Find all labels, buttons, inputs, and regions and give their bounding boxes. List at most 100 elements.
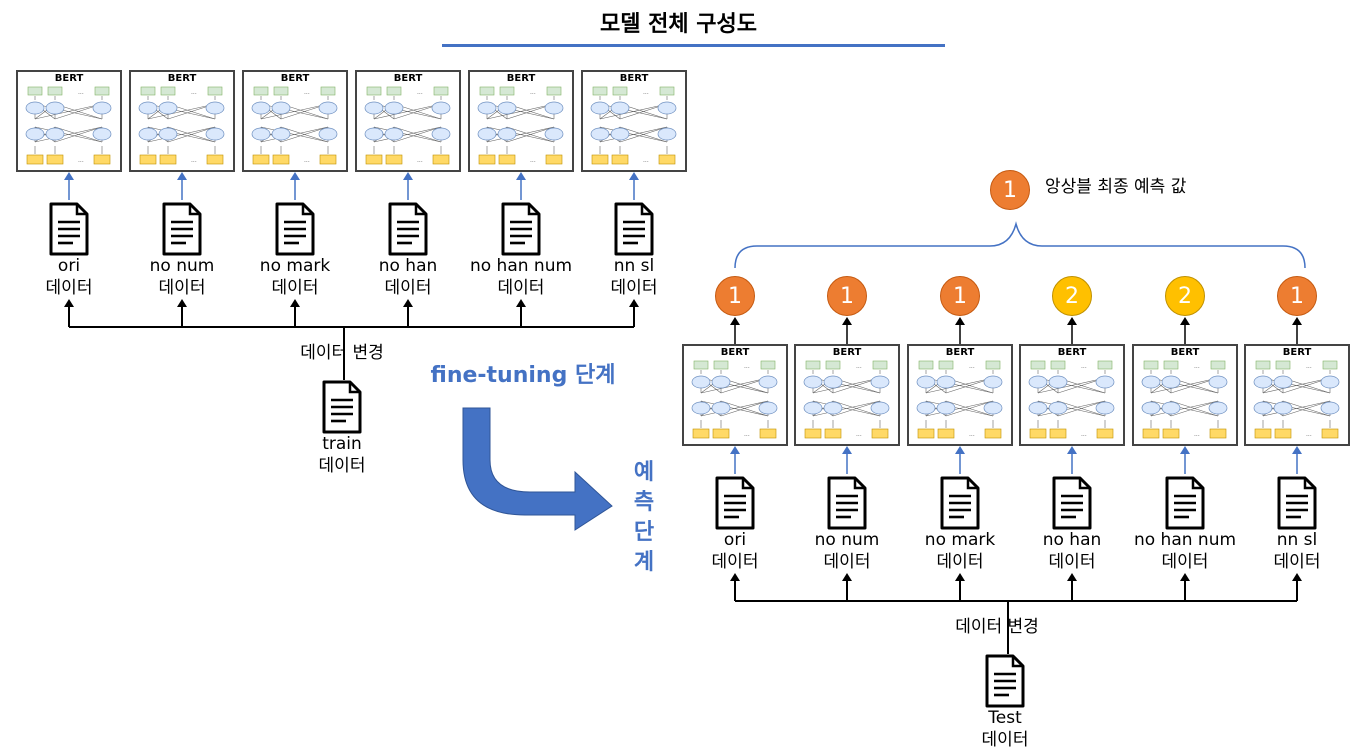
predict-char: 단 bbox=[633, 520, 655, 545]
data-suffix: 데이터 bbox=[711, 552, 759, 572]
data-suffix: 데이터 bbox=[610, 278, 658, 298]
data-suffix: 데이터 bbox=[271, 278, 319, 298]
data-suffix: 데이터 bbox=[318, 456, 366, 476]
document-icon bbox=[1052, 476, 1092, 534]
model-name: ori bbox=[57, 256, 81, 276]
document-icon bbox=[275, 202, 315, 260]
data-suffix: 데이터 bbox=[1161, 552, 1209, 572]
model-name: no num bbox=[149, 256, 215, 276]
svg-text:...: ... bbox=[969, 363, 975, 370]
svg-text:...: ... bbox=[78, 157, 84, 164]
train-bert-model: BERT...... bbox=[468, 70, 574, 172]
svg-text:...: ... bbox=[643, 89, 649, 96]
svg-text:...: ... bbox=[417, 89, 423, 96]
svg-text:...: ... bbox=[1194, 363, 1200, 370]
predict-char: 예 bbox=[633, 460, 655, 485]
ensemble-label: 앙상블 최종 예측 값 bbox=[1045, 177, 1187, 197]
data-suffix: 데이터 bbox=[936, 552, 984, 572]
data-suffix: 데이터 bbox=[1048, 552, 1096, 572]
model-name: ori bbox=[723, 530, 747, 550]
model-name: no num bbox=[814, 530, 880, 550]
prediction-circle: 1 bbox=[1277, 276, 1317, 316]
data-suffix: 데이터 bbox=[384, 278, 432, 298]
test-bert-model: BERT...... bbox=[1019, 344, 1125, 446]
bert-label: BERT bbox=[832, 347, 862, 358]
model-name: no han num bbox=[469, 256, 573, 276]
source-name: train bbox=[322, 434, 362, 454]
source-document-icon bbox=[985, 654, 1025, 712]
svg-text:...: ... bbox=[744, 363, 750, 370]
test-bert-model: BERT...... bbox=[1244, 344, 1350, 446]
predict-char: 계 bbox=[633, 550, 655, 575]
data-suffix: 데이터 bbox=[497, 278, 545, 298]
train-bert-model: BERT...... bbox=[129, 70, 235, 172]
svg-text:...: ... bbox=[856, 363, 862, 370]
test-bert-model: BERT...... bbox=[1132, 344, 1238, 446]
svg-text:...: ... bbox=[643, 157, 649, 164]
svg-text:...: ... bbox=[191, 89, 197, 96]
prediction-circle: 1 bbox=[940, 276, 980, 316]
svg-text:...: ... bbox=[417, 157, 423, 164]
bert-label: BERT bbox=[945, 347, 975, 358]
svg-text:...: ... bbox=[1306, 431, 1312, 438]
svg-text:...: ... bbox=[78, 89, 84, 96]
bert-label: BERT bbox=[506, 73, 536, 84]
bert-label: BERT bbox=[280, 73, 310, 84]
test-bert-model: BERT...... bbox=[682, 344, 788, 446]
model-name: no mark bbox=[924, 530, 996, 550]
svg-text:...: ... bbox=[856, 431, 862, 438]
train-bert-model: BERT...... bbox=[355, 70, 461, 172]
document-icon bbox=[940, 476, 980, 534]
prediction-circle: 1 bbox=[715, 276, 755, 316]
bert-label: BERT bbox=[619, 73, 649, 84]
bert-label: BERT bbox=[1057, 347, 1087, 358]
svg-text:...: ... bbox=[1194, 431, 1200, 438]
source-name: Test bbox=[988, 708, 1022, 728]
model-name: no han bbox=[378, 256, 438, 276]
bert-label: BERT bbox=[720, 347, 750, 358]
data-suffix: 데이터 bbox=[1273, 552, 1321, 572]
prediction-circle: 2 bbox=[1165, 276, 1205, 316]
svg-text:...: ... bbox=[1081, 431, 1087, 438]
train-change-label: 데이터 변경 bbox=[300, 343, 384, 363]
predict-stage-label: 예 측 단 계 bbox=[632, 458, 656, 578]
svg-text:...: ... bbox=[1081, 363, 1087, 370]
document-icon bbox=[1165, 476, 1205, 534]
data-suffix: 데이터 bbox=[45, 278, 93, 298]
page-title: 모델 전체 구성도 bbox=[600, 12, 757, 37]
model-name: no han num bbox=[1133, 530, 1237, 550]
document-icon bbox=[162, 202, 202, 260]
document-icon bbox=[49, 202, 89, 260]
model-name: nn sl bbox=[613, 256, 655, 276]
prediction-circle: 2 bbox=[1052, 276, 1092, 316]
train-bert-model: BERT...... bbox=[581, 70, 687, 172]
document-icon bbox=[501, 202, 541, 260]
document-icon bbox=[614, 202, 654, 260]
bert-label: BERT bbox=[393, 73, 423, 84]
train-bert-model: BERT...... bbox=[16, 70, 122, 172]
model-name: no mark bbox=[259, 256, 331, 276]
ensemble-result-circle: 1 bbox=[990, 170, 1030, 210]
data-suffix: 데이터 bbox=[158, 278, 206, 298]
svg-text:...: ... bbox=[530, 157, 536, 164]
svg-text:...: ... bbox=[744, 431, 750, 438]
data-suffix: 데이터 bbox=[823, 552, 871, 572]
predict-char: 측 bbox=[633, 490, 655, 515]
model-name: no han bbox=[1042, 530, 1102, 550]
finetune-stage-label: fine-tuning 단계 bbox=[430, 363, 616, 388]
document-icon bbox=[715, 476, 755, 534]
svg-text:...: ... bbox=[1306, 363, 1312, 370]
